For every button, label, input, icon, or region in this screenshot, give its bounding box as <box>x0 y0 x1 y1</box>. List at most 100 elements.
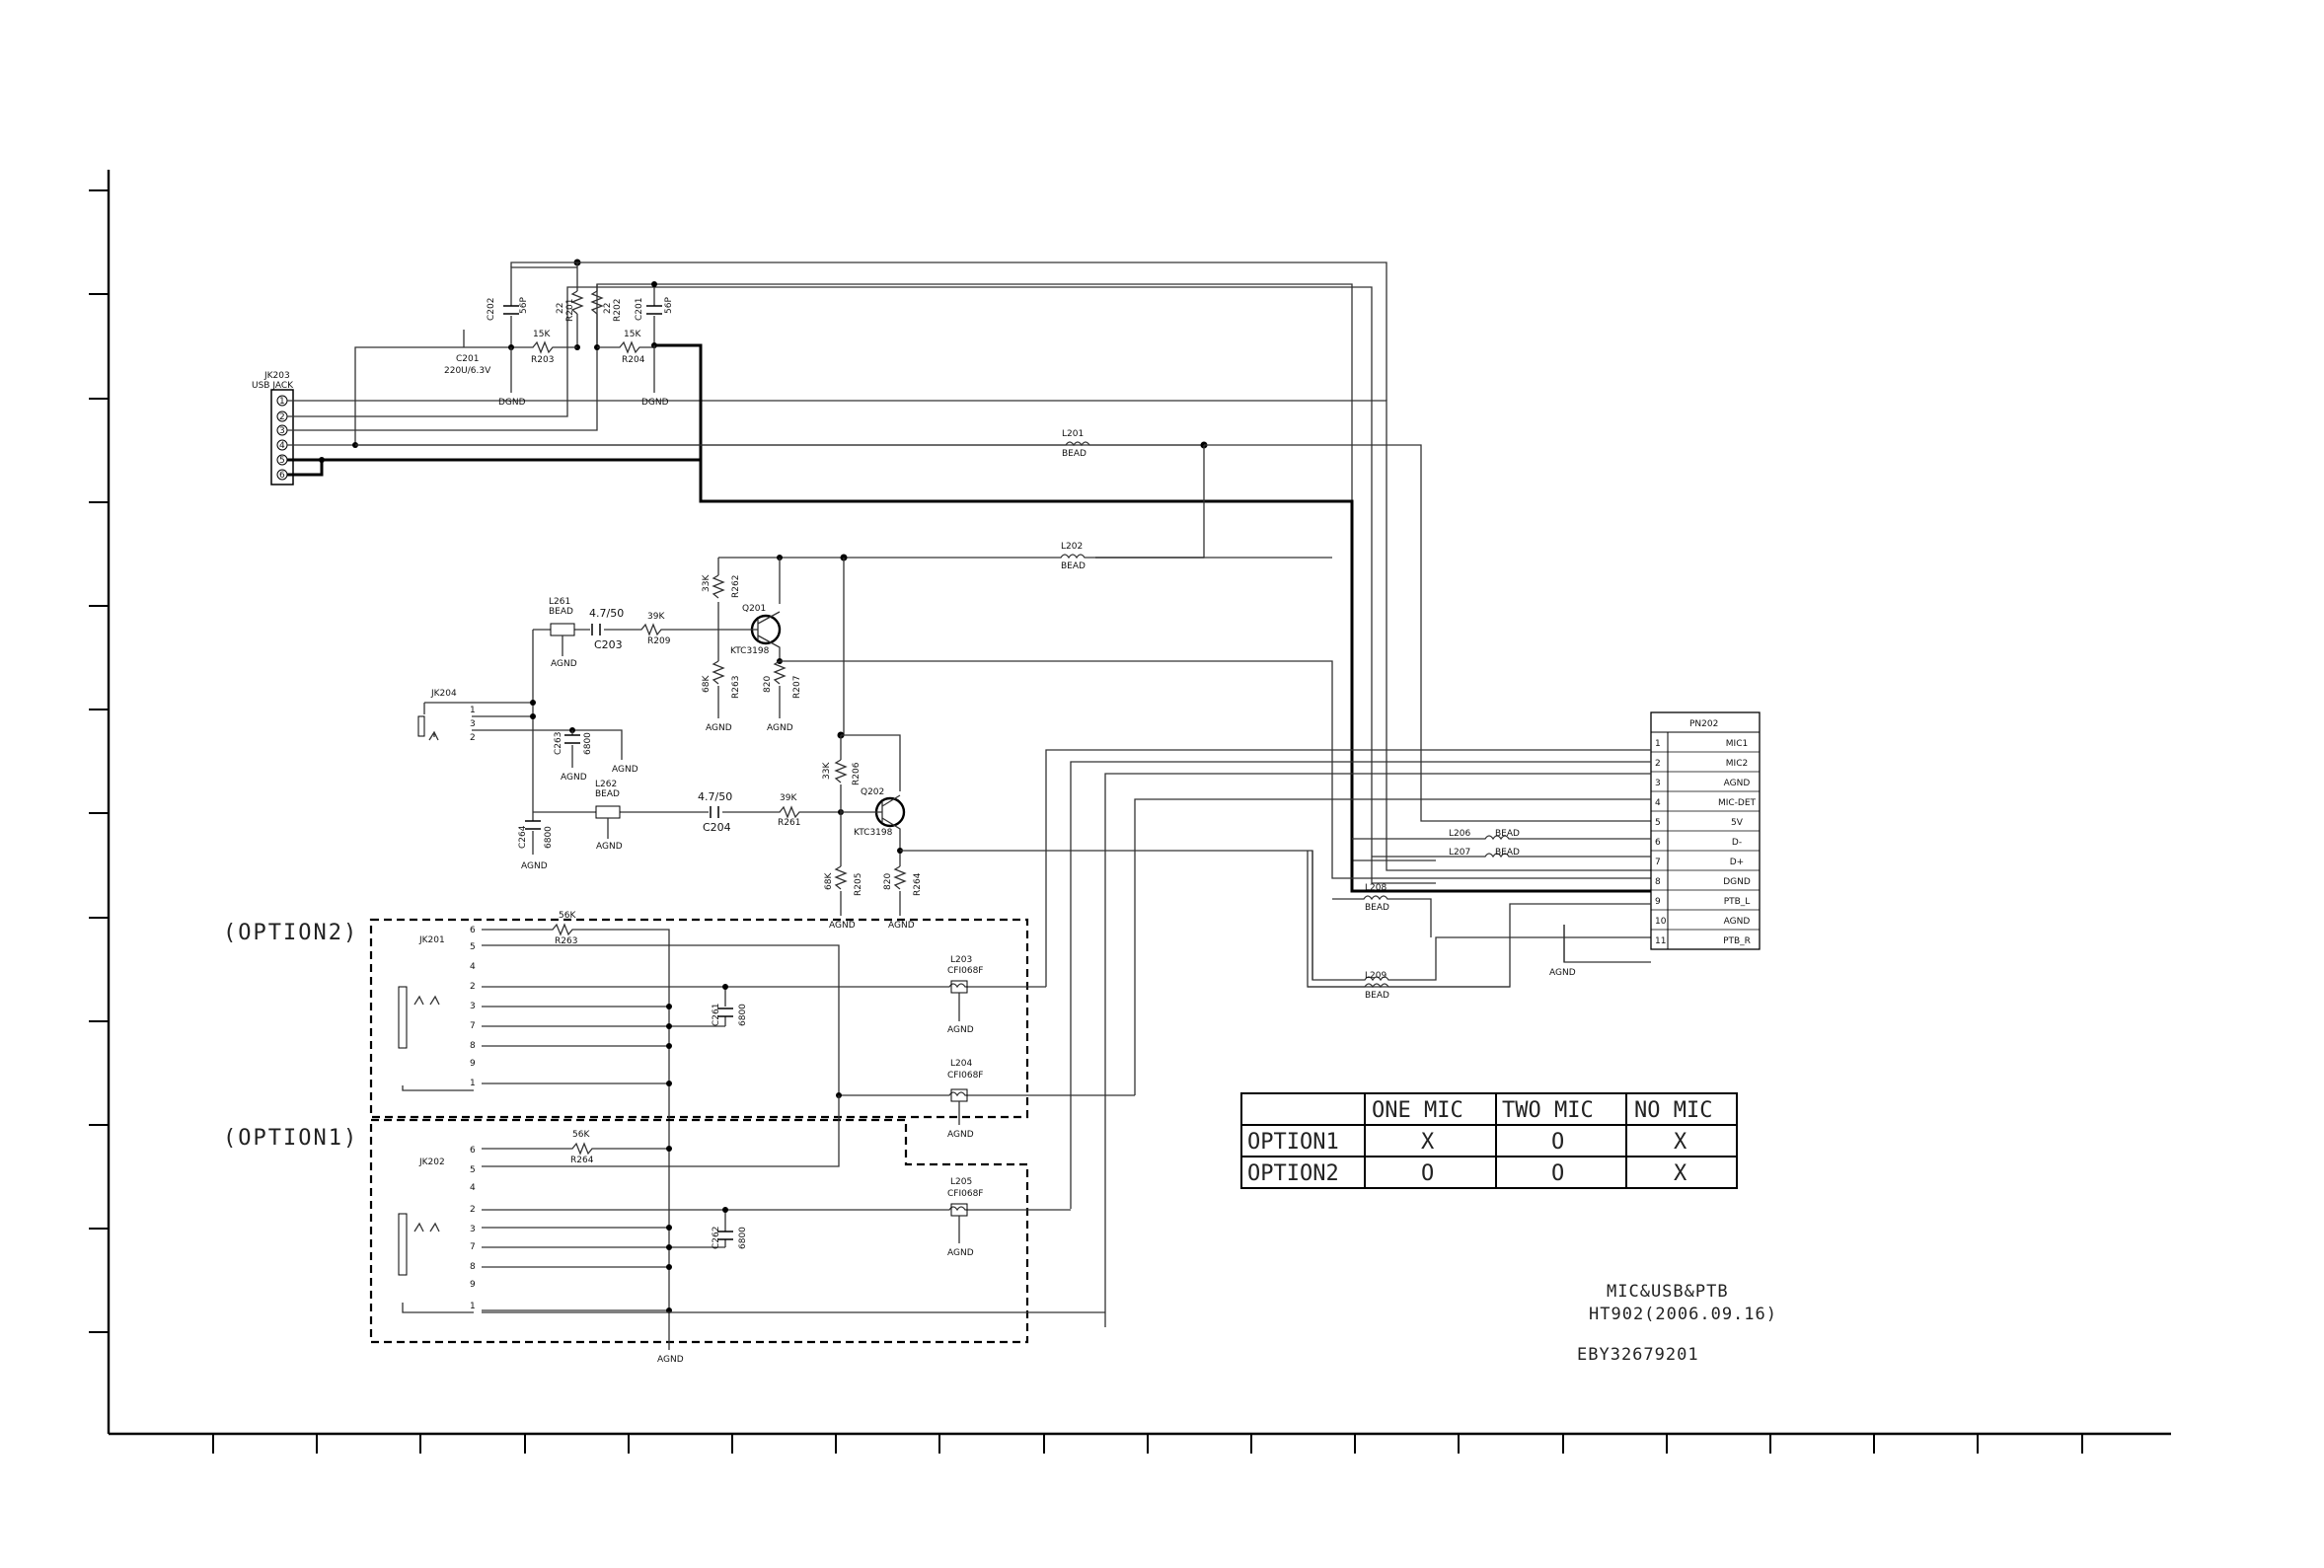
l205-value: CFI068F <box>947 1189 983 1199</box>
pn202-pin-number: 6 <box>1655 838 1661 848</box>
c261-ref: C261 <box>712 1004 721 1026</box>
r264b-value: 820 <box>883 873 893 890</box>
pn202-pin-number: 8 <box>1655 877 1661 887</box>
jk201-pin-5: 5 <box>470 942 476 952</box>
pn202-pin-number: 11 <box>1655 936 1666 946</box>
table-cell: O <box>1551 1130 1564 1155</box>
jk201-pin-7: 7 <box>470 1021 476 1031</box>
c203-ref: C203 <box>594 638 623 651</box>
usb-jack-ref: JK203 <box>263 371 290 381</box>
l201-ref: L201 <box>1062 429 1084 439</box>
c201-ref: C201 <box>456 354 479 364</box>
l203-ref: L203 <box>950 955 972 965</box>
pn202-pin-number: 7 <box>1655 858 1661 867</box>
pn202-pin-name: MIC-DET <box>1718 798 1757 808</box>
c203u-value: 56P <box>664 297 674 314</box>
r209-ref: R209 <box>647 636 671 646</box>
r262-ref: R262 <box>731 575 741 598</box>
agnd-label-4: AGND <box>612 765 638 775</box>
pn202-pin-name: D- <box>1732 838 1742 848</box>
table-cell: O <box>1551 1161 1564 1186</box>
usb-pin-1: 1 <box>279 397 285 407</box>
r264-value: 56K <box>572 1130 590 1140</box>
c201-value: 220U/6.3V <box>444 366 491 376</box>
c261-value: 6800 <box>738 1004 748 1026</box>
title-block: MIC&USB&PTB HT902(2006.09.16) EBY3267920… <box>1577 1282 1777 1365</box>
l204-ref: L204 <box>950 1059 972 1069</box>
jk202-ref: JK202 <box>418 1157 445 1167</box>
jk202-pin-6: 6 <box>470 1146 476 1156</box>
jk201-pin-1: 1 <box>470 1079 476 1088</box>
c202-ref: C202 <box>487 298 496 321</box>
table-cell: X <box>1674 1130 1687 1155</box>
jk202-pin-3: 3 <box>470 1225 476 1234</box>
l205-ref: L205 <box>950 1177 972 1187</box>
pn202-pin-name: DGND <box>1723 877 1751 887</box>
jk201-pin-6: 6 <box>470 926 476 935</box>
option1-block: (OPTION1) JK202 6 5 4 2 3 7 8 9 1 56K R2… <box>223 1095 1105 1365</box>
r204-value: 15K <box>624 330 641 339</box>
agnd-label-1: AGND <box>706 723 732 733</box>
agnd-label-9: AGND <box>888 921 915 931</box>
table-header-one-mic: ONE MIC <box>1372 1098 1463 1123</box>
agnd-label-14: AGND <box>657 1355 684 1365</box>
r262-value: 33K <box>702 574 712 592</box>
l261-value: BEAD <box>549 607 573 617</box>
q201-part: KTC3198 <box>730 646 770 656</box>
pn202-pin-name: MIC1 <box>1726 739 1748 749</box>
table-header-two-mic: TWO MIC <box>1502 1098 1594 1123</box>
usb-pin-6: 6 <box>279 471 285 481</box>
jk202-pin-4: 4 <box>470 1183 476 1193</box>
r202-ref: R202 <box>613 299 623 322</box>
pn202-pin-number: 3 <box>1655 779 1661 788</box>
usb-pin-5: 5 <box>279 456 285 466</box>
q201-ref: Q201 <box>742 604 766 614</box>
option2-label: (OPTION2) <box>223 921 358 945</box>
pn202-ref: PN202 <box>1689 719 1718 729</box>
jk204-body <box>417 715 425 737</box>
jk202-body <box>398 1213 408 1276</box>
pn202-pin-name: 5V <box>1731 818 1744 828</box>
r206-value: 33K <box>822 762 832 780</box>
r205-value: 68K <box>824 872 834 890</box>
r264-ref: R264 <box>570 1156 594 1165</box>
l204-value: CFI068F <box>947 1071 983 1081</box>
table-cell: X <box>1674 1161 1687 1186</box>
jk204-ref: JK204 <box>430 689 457 699</box>
pn202-pin-name: D+ <box>1730 858 1744 867</box>
r263-ref: R263 <box>555 936 577 946</box>
jk201-pin-3: 3 <box>470 1002 476 1011</box>
jk202-pin-1: 1 <box>470 1302 476 1311</box>
q201-stage: L202 BEAD 33K R262 Q201 KTC3198 68K R263… <box>532 542 1651 879</box>
r264b-ref: R264 <box>913 872 923 896</box>
l261-ref: L261 <box>549 597 570 607</box>
jk202-pin-7: 7 <box>470 1242 476 1252</box>
l262-value: BEAD <box>595 789 620 799</box>
title-line-2: HT902(2006.09.16) <box>1589 1305 1777 1324</box>
l206-value: BEAD <box>1495 829 1520 839</box>
option-table: ONE MIC TWO MIC NO MIC OPTION1 X O X OPT… <box>1240 1092 1738 1189</box>
c262-value: 6800 <box>738 1227 748 1249</box>
c204-value: 4.7/50 <box>698 790 732 803</box>
agnd-label-3: AGND <box>551 659 577 669</box>
r201-ref: R201 <box>565 299 575 322</box>
l202-value: BEAD <box>1061 561 1086 571</box>
drawing-frame <box>89 170 2171 1454</box>
c264-value: 6800 <box>544 826 554 849</box>
option1-label: (OPTION1) <box>223 1126 358 1151</box>
jk201-pin-2: 2 <box>470 982 476 992</box>
l262-ref: L262 <box>595 780 617 789</box>
r263b-value: 68K <box>702 675 712 693</box>
l209-ref: L209 <box>1365 971 1387 981</box>
r207-ref: R207 <box>792 676 802 699</box>
usb-pin-3: 3 <box>279 426 285 436</box>
agnd-label-5: AGND <box>561 773 587 783</box>
pn202-pin-number: 2 <box>1655 759 1661 769</box>
title-part-number: EBY32679201 <box>1577 1345 1699 1365</box>
c264-ref: C264 <box>518 825 528 849</box>
jk204-pin-3: 3 <box>470 719 476 729</box>
r209-value: 39K <box>647 612 665 622</box>
option2-block: (OPTION2) JK201 6 5 4 2 3 7 8 9 1 56K R2… <box>223 911 1135 1327</box>
l201-value: BEAD <box>1062 449 1087 459</box>
l202-ref: L202 <box>1061 542 1083 552</box>
